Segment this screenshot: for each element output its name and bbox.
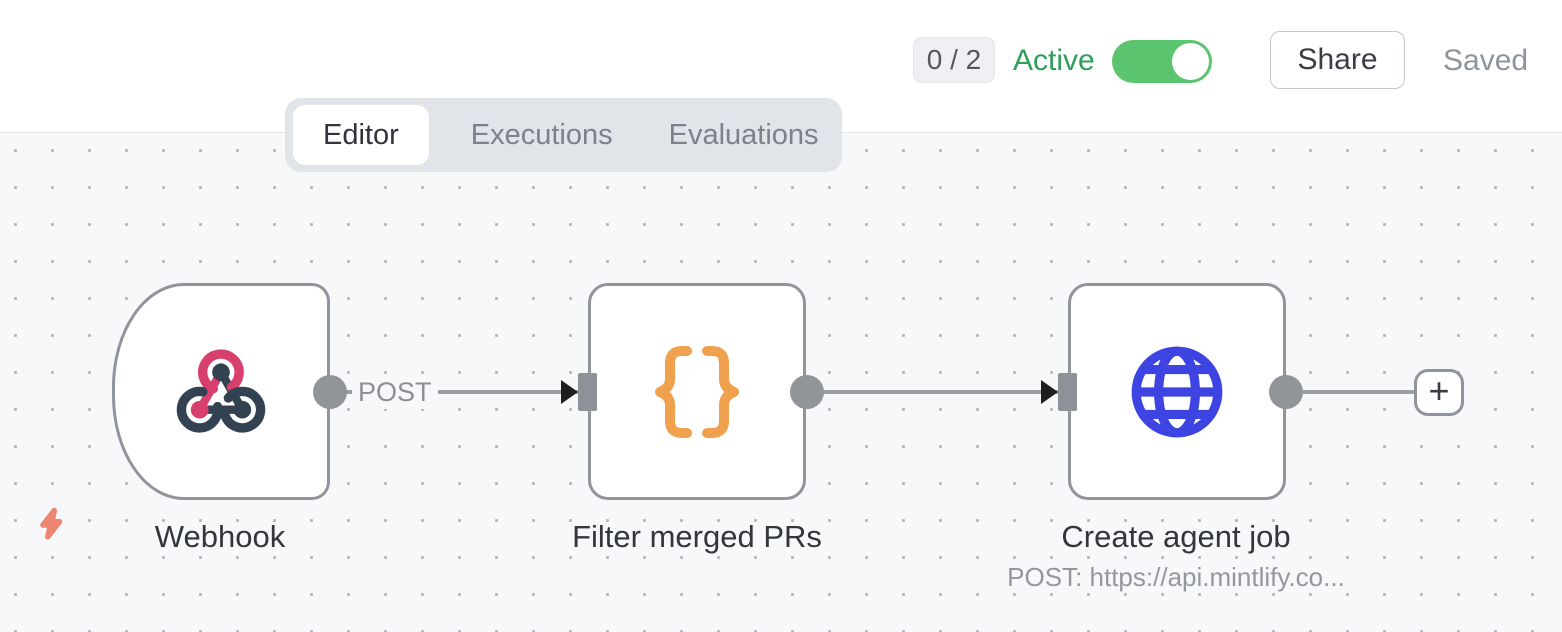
output-port-filter[interactable] (790, 375, 824, 409)
node-filter-merged-prs[interactable] (588, 283, 806, 500)
globe-icon (1131, 346, 1223, 437)
webhook-icon (176, 348, 266, 433)
issues-count-badge[interactable]: 0 / 2 (913, 37, 995, 83)
code-braces-icon (655, 345, 739, 438)
active-toggle[interactable] (1112, 40, 1212, 83)
share-button[interactable]: Share (1270, 31, 1405, 89)
view-tabs: Editor Executions Evaluations (285, 98, 842, 172)
input-arrow-icon (1041, 380, 1058, 404)
node-webhook[interactable] (112, 283, 330, 500)
output-port-webhook[interactable] (313, 375, 347, 409)
lightning-bolt-icon (33, 505, 71, 548)
node-create-agent-job[interactable] (1068, 283, 1286, 500)
connection-http-add[interactable] (1292, 390, 1416, 394)
tab-editor[interactable]: Editor (293, 105, 429, 165)
node-label-filter: Filter merged PRs (572, 519, 822, 554)
tab-evaluations[interactable]: Evaluations (668, 118, 819, 151)
active-label: Active (1013, 44, 1095, 77)
input-port-filter[interactable] (578, 373, 597, 411)
connection-output-label: POST (352, 375, 438, 409)
node-label-http: Create agent job (1061, 519, 1291, 554)
add-node-button[interactable]: + (1414, 369, 1464, 416)
plus-icon: + (1428, 370, 1450, 411)
toggle-knob (1172, 43, 1209, 80)
workflow-canvas[interactable]: POST (0, 133, 1562, 632)
connection-filter-http[interactable] (812, 390, 1058, 394)
saved-status: Saved (1443, 44, 1529, 77)
output-port-http[interactable] (1269, 375, 1303, 409)
input-arrow-icon (561, 380, 578, 404)
tab-executions[interactable]: Executions (470, 118, 613, 151)
input-port-http[interactable] (1058, 373, 1077, 411)
node-label-webhook: Webhook (154, 519, 286, 554)
node-sublabel-http: POST: https://api.mintlify.co... (1007, 562, 1345, 592)
connection-webhook-filter[interactable] (336, 390, 578, 394)
